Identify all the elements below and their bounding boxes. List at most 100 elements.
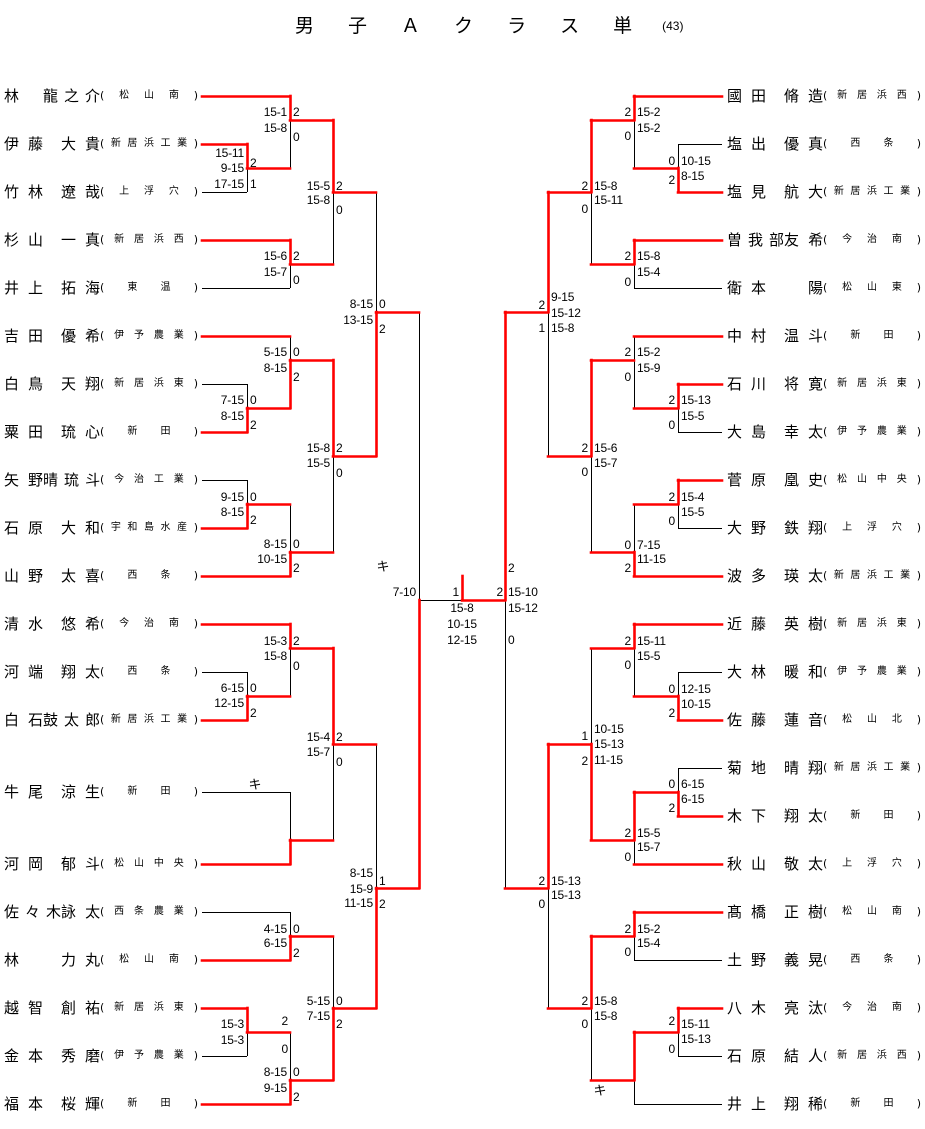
glyph: 暖	[783, 663, 799, 681]
player-name: 八木亮汰	[727, 998, 823, 1018]
glyph: 業	[173, 330, 184, 341]
school-name: 新居浜東	[104, 377, 193, 391]
glyph: 上	[751, 1095, 767, 1113]
glyph: 浜	[876, 378, 887, 389]
player-name: 中村温斗	[727, 326, 823, 346]
glyph: 上	[842, 522, 853, 533]
open-paren: (	[100, 905, 105, 918]
school-name: 上浮穴	[827, 857, 916, 871]
player-name: 白鳥天翔	[4, 374, 100, 394]
game-score: 15-4	[306, 730, 330, 744]
glyph: 業	[896, 666, 907, 677]
school-affiliation: (新居浜工業)	[823, 185, 921, 199]
games-won: 1	[581, 729, 589, 743]
family-name: 土野	[727, 950, 766, 970]
player-name: 國田脩造	[727, 86, 823, 106]
glyph: 浜	[876, 90, 887, 101]
glyph: 心	[84, 423, 100, 441]
player-entry: 白鳥天翔(新居浜東)	[4, 374, 198, 394]
family-name: 中村	[727, 326, 766, 346]
player-name: 河端翔太	[4, 662, 100, 682]
glyph: 東	[127, 282, 138, 293]
school-affiliation: (西条)	[100, 569, 198, 583]
glyph: 郎	[85, 711, 101, 729]
glyph: 田	[28, 327, 44, 345]
glyph: 義	[783, 951, 799, 969]
glyph: 友	[784, 231, 800, 249]
player-entry: 河岡郁斗(松山中央)	[4, 854, 198, 874]
open-paren: (	[823, 89, 828, 102]
open-paren: (	[100, 473, 105, 486]
school-affiliation: (新田)	[823, 1097, 921, 1111]
glyph: 琉	[64, 471, 80, 489]
game-score: 15-12	[508, 601, 538, 615]
game-score: 12-15	[681, 682, 711, 696]
open-paren: (	[100, 785, 105, 798]
glyph: 斗	[807, 327, 823, 345]
game-score: 15-8	[306, 193, 330, 207]
player-name: 林龍之介	[4, 86, 100, 106]
game-score: 13-15	[343, 313, 373, 327]
player-entry: 竹林遼哉(上浮穴)	[4, 182, 198, 202]
open-paren: (	[823, 185, 828, 198]
glyph: 林	[4, 951, 20, 969]
close-paren: )	[193, 137, 198, 150]
given-name: 鉄翔	[784, 518, 823, 538]
glyph: 温	[160, 282, 171, 293]
glyph: 山	[866, 906, 877, 917]
open-paren: (	[823, 617, 828, 630]
glyph: 新	[850, 330, 861, 341]
glyph: 航	[783, 183, 799, 201]
open-paren: (	[100, 953, 105, 966]
glyph: 工	[883, 762, 894, 773]
player-name: 福本桜輝	[4, 1094, 100, 1114]
glyph: 鼓	[43, 711, 59, 729]
player-name: 林力丸	[4, 950, 100, 970]
player-entry: 八木亮汰(今治南)	[727, 998, 921, 1018]
glyph: 東	[896, 618, 907, 629]
games-won: 2	[336, 1017, 343, 1031]
glyph: 将	[783, 375, 799, 393]
close-paren: )	[193, 617, 198, 630]
glyph: 太	[84, 663, 100, 681]
given-name: 航大	[784, 182, 823, 202]
glyph: 山	[751, 855, 767, 873]
given-name: 郁斗	[61, 854, 100, 874]
school-affiliation: (西条)	[100, 665, 198, 679]
glyph: 拓	[60, 279, 76, 297]
games-won: 2	[508, 561, 515, 575]
glyph: 業	[177, 138, 188, 149]
game-score: 15-2	[637, 105, 661, 119]
glyph: 郁	[60, 855, 76, 873]
close-paren: )	[916, 617, 921, 630]
glyph: 新	[837, 90, 848, 101]
school-name: 松山東	[827, 281, 916, 295]
family-name: 木下	[727, 806, 766, 826]
glyph: 河	[4, 663, 20, 681]
glyph: 浮	[143, 186, 154, 197]
glyph: 西	[850, 138, 861, 149]
glyph: 大	[807, 183, 823, 201]
glyph: 海	[84, 279, 100, 297]
games-won: 1	[379, 874, 386, 888]
player-name: 杉山一真	[4, 230, 100, 250]
glyph: 山	[866, 714, 877, 725]
player-name: 吉田優希	[4, 326, 100, 346]
glyph: 新	[110, 714, 121, 725]
glyph: 上	[842, 858, 853, 869]
family-name: 金本	[4, 1046, 43, 1066]
player-entry: 林力丸(松山南)	[4, 950, 198, 970]
player-name: 河岡郁斗	[4, 854, 100, 874]
close-paren: )	[916, 377, 921, 390]
games-won: 2	[293, 105, 300, 119]
games-won: 0	[293, 922, 300, 936]
games-won: 2	[281, 1014, 289, 1028]
glyph: 子	[348, 15, 368, 37]
school-name: 新居浜工業	[827, 569, 916, 583]
glyph: 木	[727, 807, 743, 825]
glyph: 曽	[727, 231, 743, 249]
game-score: 11-15	[637, 552, 666, 566]
player-name: 近藤英樹	[727, 614, 823, 634]
player-entry: 波多瑛太(新居浜工業)	[727, 566, 921, 586]
glyph: 井	[727, 1095, 743, 1113]
